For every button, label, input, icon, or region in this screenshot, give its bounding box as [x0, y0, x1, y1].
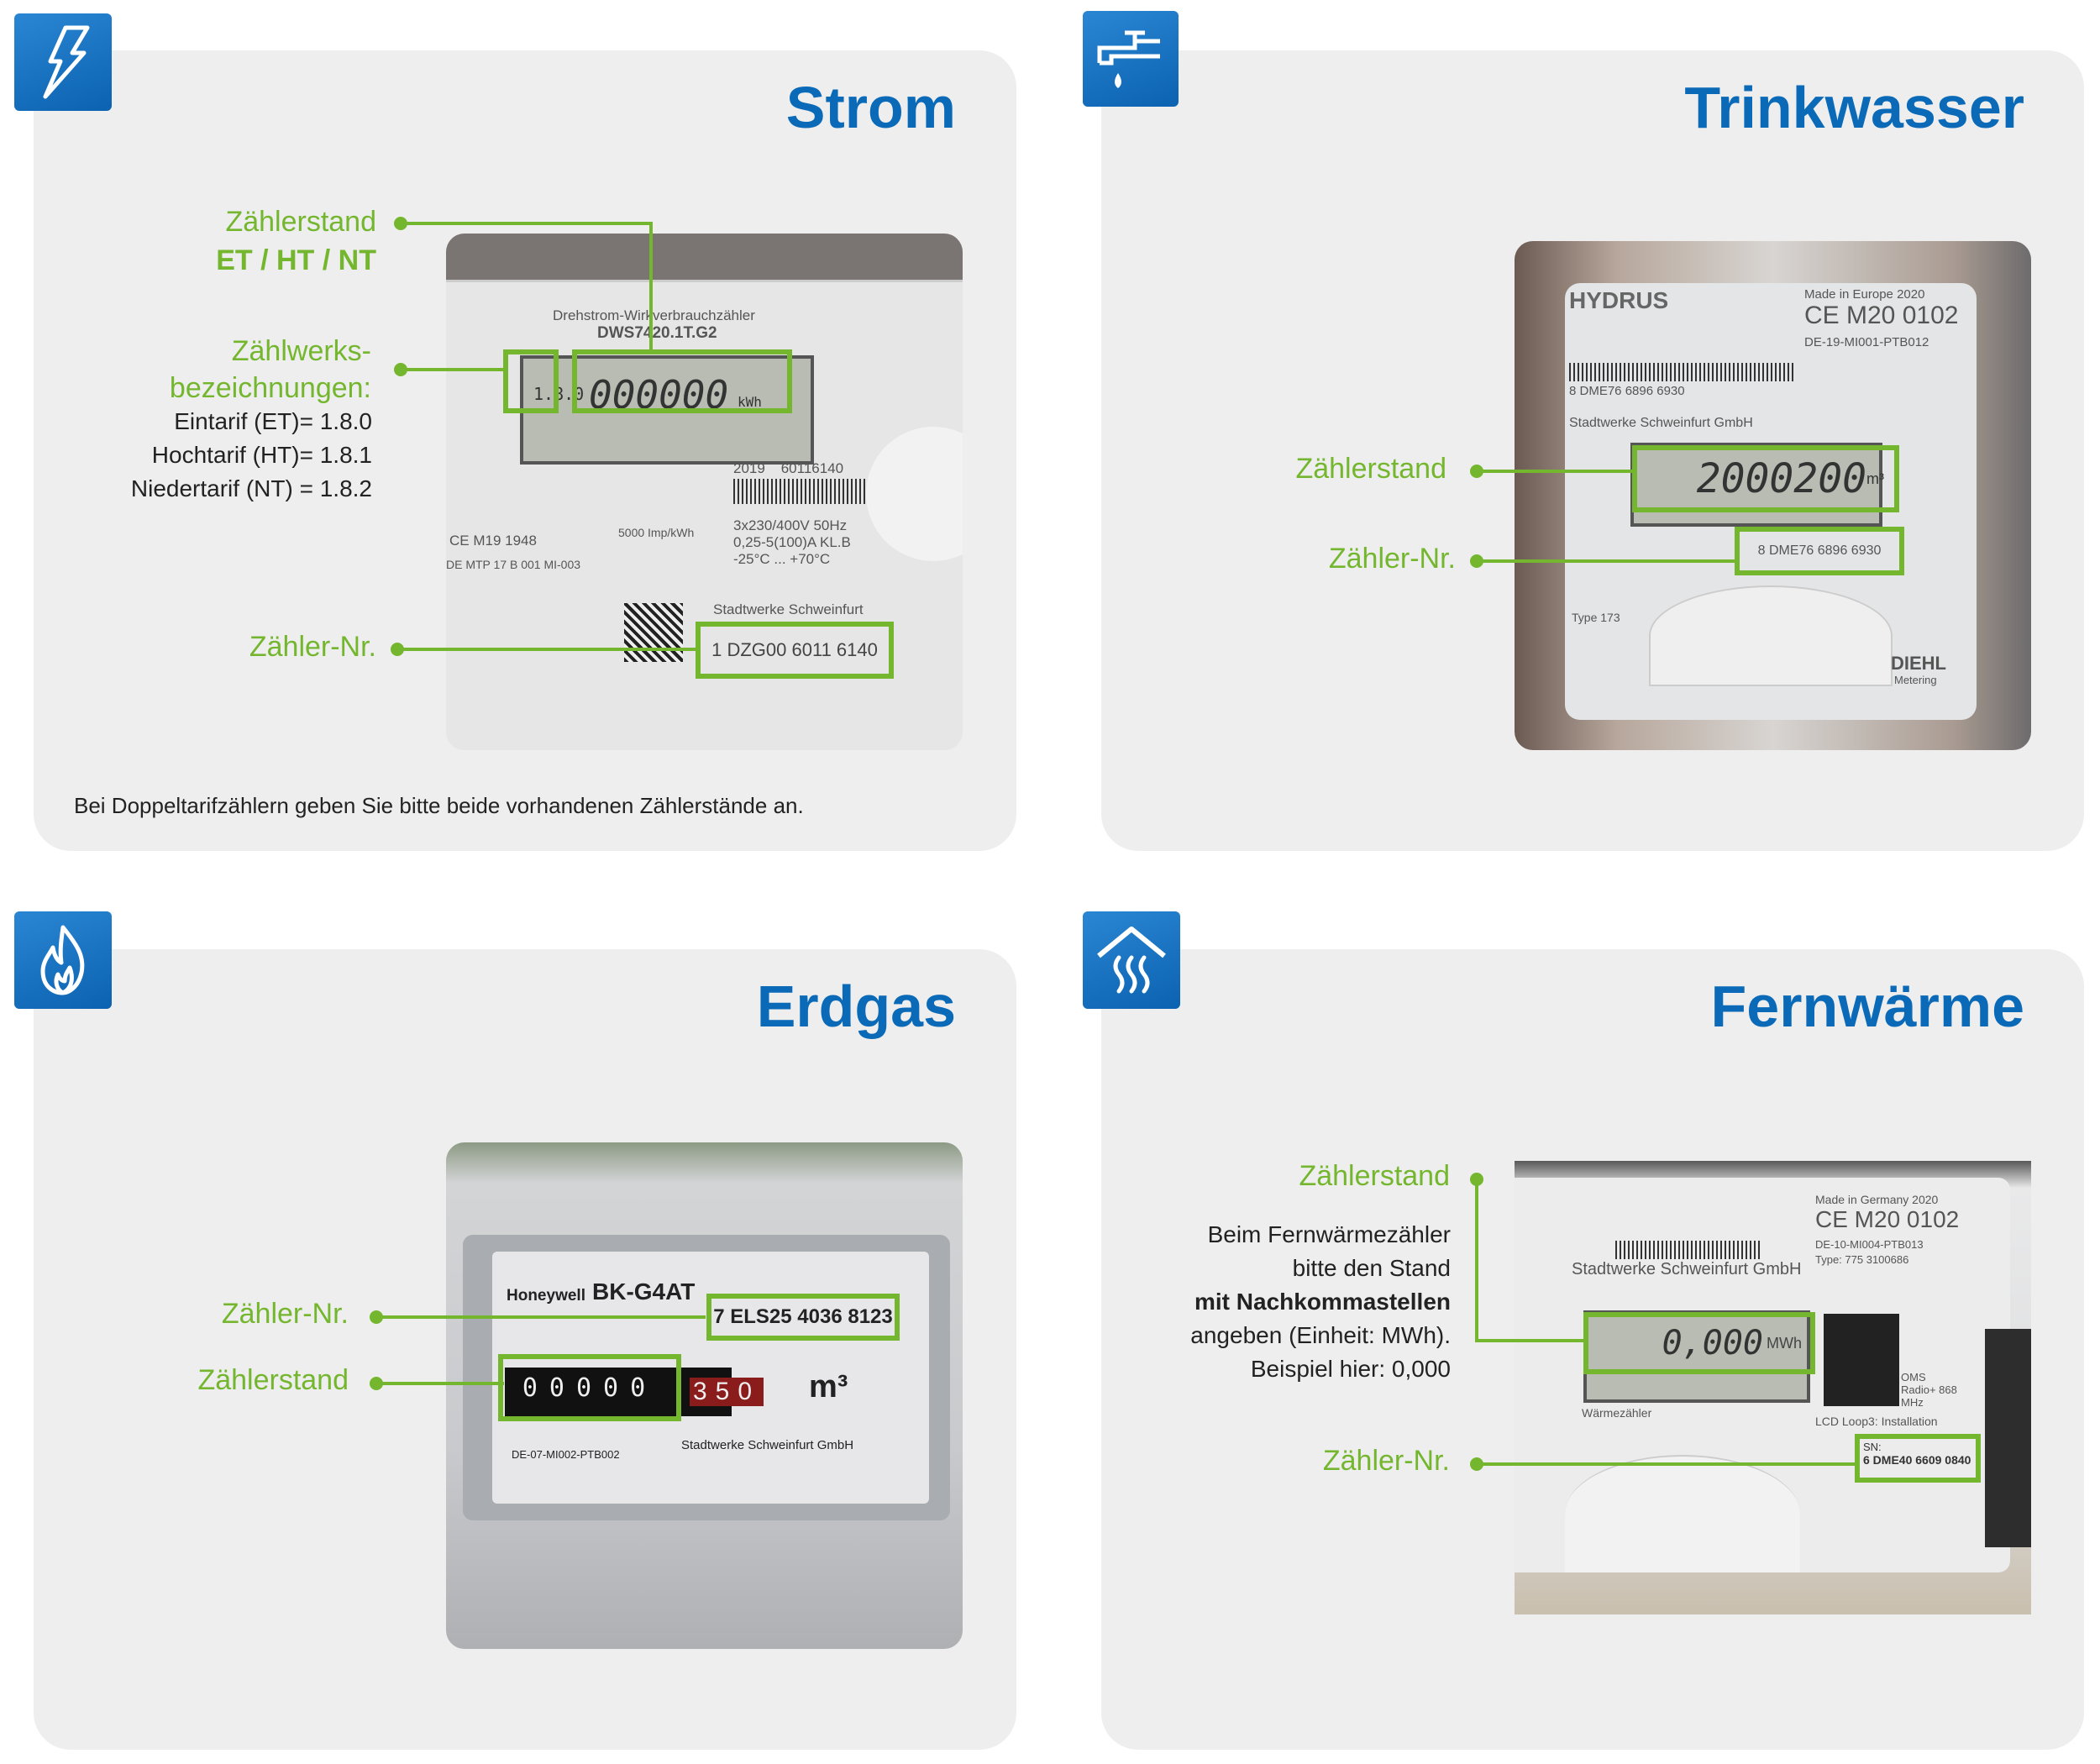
highlight-zaehlerstand [503, 349, 559, 413]
flame-icon [14, 911, 112, 1009]
label-zaehler-nr: Zähler-Nr. [249, 631, 376, 663]
photo-erdgas-meter: Honeywell BK-G4AT 7 ELS25 4036 8123 0000… [446, 1142, 963, 1649]
strom-note: Bei Doppeltarifzählern geben Sie bitte b… [74, 793, 804, 818]
photo-fernwaerme-meter: Made in Germany 2020 CE M20 0102 DE-10-M… [1515, 1161, 2031, 1614]
label-zaehler-nr: Zähler-Nr. [221, 1298, 349, 1330]
trinkwasser-lcd [1630, 443, 1882, 527]
label-zaehlerstand: Zählerstand [225, 206, 376, 238]
label-zaehler-nr: Zähler-Nr. [1322, 1445, 1450, 1477]
highlight-meter-no: SN:6 DME40 6609 0840 [1855, 1434, 1981, 1483]
water-tap-icon [1083, 11, 1179, 107]
hochtarif-text: Hochtarif (HT)= 1.8.1 [151, 442, 372, 468]
lightning-icon [14, 13, 112, 111]
highlight-reading: 00000 [498, 1354, 681, 1421]
niedertarif-text: Niedertarif (NT) = 1.8.2 [130, 475, 372, 501]
eintarif-text: Eintarif (ET)= 1.8.0 [174, 408, 372, 434]
photo-strom-meter: Drehstrom-Wirkverbrauchzähler DWS7420.1T… [446, 234, 963, 750]
label-tarif: ET / HT / NT [216, 244, 376, 276]
label-zaehlerstand: Zählerstand [197, 1364, 349, 1396]
photo-trinkwasser-meter: HYDRUS Made in Europe 2020 CE M20 0102 D… [1515, 241, 2031, 750]
highlight-meter-no: 1 DZG00 6011 6140 [696, 622, 894, 679]
label-zaehler-nr: Zähler-Nr. [1328, 543, 1456, 575]
label-zaehlerstand: Zählerstand [1299, 1160, 1450, 1192]
label-zaehlerstand: Zählerstand [1295, 453, 1446, 485]
highlight-reading [572, 349, 792, 413]
title-trinkwasser: Trinkwasser [1684, 75, 2024, 140]
house-heat-icon [1083, 911, 1180, 1009]
highlight-meter-no: 7 ELS25 4036 8123 [706, 1294, 900, 1341]
title-erdgas: Erdgas [756, 974, 956, 1039]
title-strom: Strom [785, 75, 956, 140]
title-fernwaerme: Fernwärme [1710, 974, 2024, 1039]
highlight-meter-no: 8 DME76 6896 6930 [1735, 527, 1904, 575]
label-zaehlwerk: Zählwerks-bezeichnungen: [169, 335, 371, 404]
